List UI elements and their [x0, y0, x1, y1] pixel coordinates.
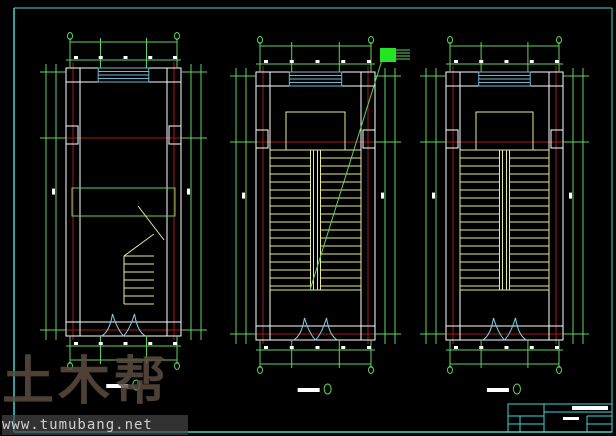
landing-line — [71, 187, 176, 217]
axis-bubble — [368, 366, 374, 374]
column — [168, 125, 182, 145]
corner-column — [166, 67, 182, 83]
corner-column — [548, 71, 564, 87]
dimension-text — [504, 346, 509, 349]
annotation-tag — [380, 48, 396, 62]
title-block — [507, 403, 613, 433]
dimension-lines — [40, 32, 207, 370]
dimension-text — [529, 346, 534, 349]
plan-title-text — [106, 384, 129, 388]
dimension-text — [341, 346, 346, 349]
axis-bubble — [556, 366, 562, 374]
title-block-border — [507, 403, 613, 433]
dimension-text — [173, 342, 177, 345]
dimension-text — [74, 56, 78, 59]
dimension-text — [98, 56, 103, 59]
dimension-text — [315, 60, 320, 63]
corner-column — [548, 325, 564, 341]
plan-title-text — [486, 388, 509, 392]
dimension-text — [529, 60, 534, 63]
dimension-text — [504, 60, 509, 63]
leader-line — [309, 59, 383, 291]
landing-outline — [475, 111, 534, 151]
dimension-text — [289, 346, 294, 349]
walk-arrow — [137, 205, 165, 241]
corner-column — [166, 321, 182, 337]
dimension-text — [569, 192, 572, 199]
stair-break-line — [123, 233, 155, 257]
dimension-text — [555, 346, 559, 349]
corner-column — [65, 321, 81, 337]
dimension-text — [123, 56, 128, 59]
corner-column — [255, 325, 271, 341]
dimension-text — [367, 346, 371, 349]
dimension-text — [264, 60, 268, 63]
dimension-text — [264, 346, 268, 349]
axis-bubble — [447, 36, 453, 44]
corner-column — [360, 71, 376, 87]
dimension-text — [148, 342, 153, 345]
corner-column — [445, 71, 461, 87]
drawing-name-block — [563, 417, 579, 420]
dimension-text — [341, 60, 346, 63]
corner-column — [65, 67, 81, 83]
dimension-text — [123, 342, 128, 345]
dimension-text — [454, 346, 458, 349]
axis-bubble — [67, 32, 73, 40]
axis-bubble — [447, 366, 453, 374]
axis-bubble — [368, 36, 374, 44]
axis-bubble — [174, 362, 180, 370]
annotation-leader — [309, 48, 410, 291]
dimension-lines — [230, 36, 401, 374]
stair-well — [499, 149, 510, 291]
column — [550, 129, 564, 149]
axis-bubble — [257, 36, 263, 44]
plan-number-symbol — [132, 379, 141, 391]
column — [255, 129, 269, 149]
dimension-text — [432, 192, 435, 199]
door-swing — [101, 313, 146, 337]
plan-3-top-floor — [420, 36, 589, 395]
column — [445, 129, 459, 149]
dimension-text — [98, 342, 103, 345]
landing-outline — [285, 111, 346, 151]
column — [362, 129, 376, 149]
watermark-logo: 土木帮 — [2, 352, 171, 412]
dimension-text — [479, 346, 484, 349]
dimension-text — [367, 60, 371, 63]
dimension-text — [74, 342, 78, 345]
stair-flight-outline — [459, 149, 550, 291]
dimension-text — [187, 188, 190, 195]
dimension-text — [315, 346, 320, 349]
dimension-text — [289, 60, 294, 63]
corner-column — [360, 325, 376, 341]
axis-bubble — [556, 36, 562, 44]
stair-well — [310, 149, 321, 291]
corner-column — [255, 71, 271, 87]
plan-title-text — [297, 388, 320, 392]
title-text-block — [572, 406, 608, 410]
plan-1-ground-floor — [40, 32, 207, 391]
dimension-text — [381, 192, 384, 199]
dimension-text — [52, 188, 55, 195]
dimension-text — [555, 60, 559, 63]
plan-number-symbol — [323, 383, 332, 395]
dimension-text — [479, 60, 484, 63]
axis-bubble — [174, 32, 180, 40]
column — [65, 125, 79, 145]
dimension-text — [454, 60, 458, 63]
axis-bubble — [67, 362, 73, 370]
door-swing — [482, 317, 527, 341]
door-swing — [293, 317, 338, 341]
dimension-text — [148, 56, 153, 59]
corner-column — [445, 325, 461, 341]
dimension-text — [173, 56, 177, 59]
watermark-url: www.tumubang.net — [2, 415, 188, 435]
dimension-text — [242, 192, 245, 199]
axis-bubble — [257, 366, 263, 374]
plan-number-symbol — [512, 383, 521, 395]
plan-2-typical-floor — [230, 36, 401, 395]
dimension-lines — [420, 36, 589, 374]
